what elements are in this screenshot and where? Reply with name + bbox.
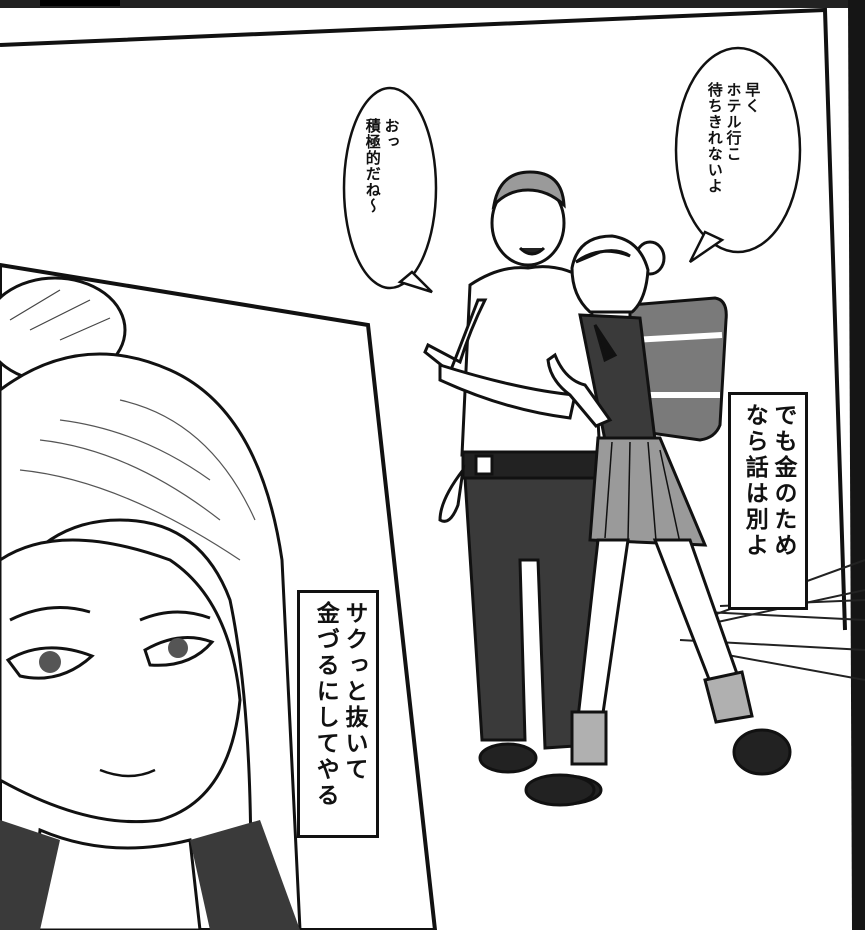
girl-speech-bubble-text: 早く ホテル行こ 待ちきれないよ [705, 82, 762, 194]
narration-box-lower: サクっと抜いて 金づるにしてやる [297, 590, 379, 838]
top-panel-edge [0, 0, 865, 8]
lower-panel [0, 262, 438, 930]
narration-box-upper: でも金のため なら話は別よ [728, 392, 808, 610]
man-speech-bubble-text: おっ 積極的だね～ [363, 118, 401, 214]
man-figure [423, 170, 603, 806]
narration-text-lower: サクっと抜いて 金づるにしてやる [312, 601, 367, 809]
girl-figure [524, 234, 792, 807]
narration-text-upper: でも金のため なら話は別よ [741, 403, 796, 559]
speech-bubbles [342, 46, 802, 294]
